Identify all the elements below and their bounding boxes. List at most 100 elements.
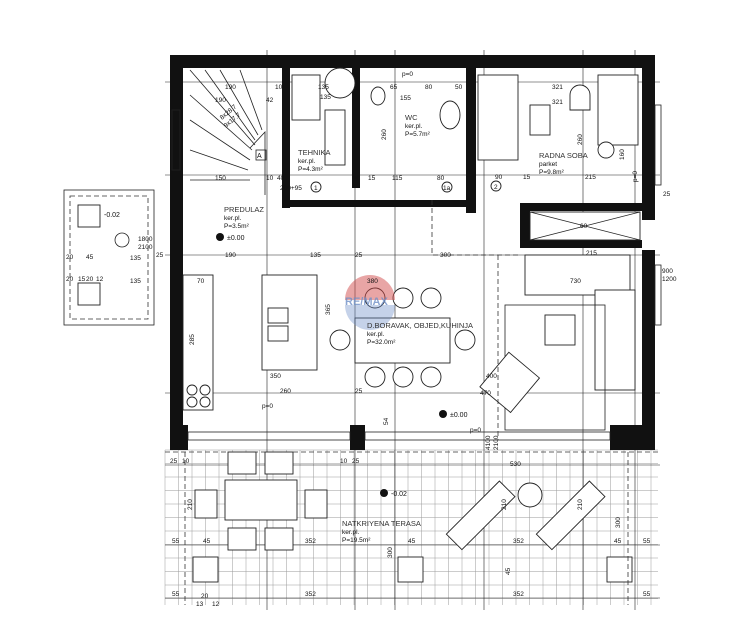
- dim: 80: [425, 84, 433, 91]
- dining-table-icon: [354, 317, 451, 364]
- window-note: 1200: [662, 276, 677, 283]
- level-icon: [439, 410, 447, 418]
- planter-icon: [77, 282, 101, 306]
- balcony-level: -0.02: [104, 212, 120, 219]
- column-planter-icon: [606, 556, 633, 583]
- sofa-icon: [594, 289, 636, 391]
- room-name-dnevni: D.BORAVAK, OBJED,KUHINJA: [367, 321, 473, 330]
- room-area: P=19.5m²: [342, 537, 371, 544]
- coffee-table-icon: [544, 314, 576, 346]
- dim: 60: [580, 223, 588, 230]
- dim: 90: [495, 174, 503, 181]
- dim: 25: [156, 252, 164, 259]
- window-note-1: 1800: [138, 236, 153, 243]
- dim: 12: [96, 276, 104, 283]
- dim: 380: [367, 278, 378, 285]
- terrace-tile-grid: [164, 449, 658, 605]
- dim: 352: [513, 591, 524, 598]
- dim: 55: [172, 538, 180, 545]
- dim: 10: [275, 84, 283, 91]
- dim: 45: [408, 538, 416, 545]
- dim: 25: [355, 252, 363, 259]
- room-floor: ker.pl.: [367, 331, 385, 338]
- door-note: 2100: [493, 435, 500, 450]
- dim: 13: [196, 601, 204, 608]
- walls: [170, 55, 662, 450]
- dim: 260: [381, 129, 388, 140]
- level-living: ±0.00: [450, 412, 468, 419]
- room-floor: ker.pl.: [405, 123, 423, 130]
- window-note: 900: [662, 268, 673, 275]
- dim: 25: [355, 388, 363, 395]
- dim: 70: [197, 278, 205, 285]
- dim: 15: [368, 175, 376, 182]
- watermark-text: RE/MAX: [345, 296, 388, 308]
- dim: 45: [203, 538, 211, 545]
- dim: 20: [86, 276, 94, 283]
- dim: 10: [353, 175, 361, 182]
- dim: 215: [585, 174, 596, 181]
- dim: 15: [523, 174, 531, 181]
- dim: 190: [225, 84, 236, 91]
- dim: 65: [390, 84, 398, 91]
- room-area: P=4.3m²: [298, 166, 324, 173]
- dim: 190: [225, 252, 236, 259]
- dim: 10: [266, 175, 274, 182]
- dim: 45: [86, 254, 94, 261]
- room-name-tehnika: TEHNIKA: [298, 148, 331, 157]
- sofa-icon: [524, 254, 631, 296]
- door-tag: 2: [494, 184, 498, 191]
- dim: 115: [392, 175, 403, 182]
- dim: 25: [352, 458, 360, 465]
- dim: 365: [325, 304, 332, 315]
- level-icon: [380, 489, 388, 497]
- dim: 160: [619, 149, 626, 160]
- room-labels: PREDULAZ ker.pl. P=3.5m² TEHNIKA ker.pl.…: [224, 113, 588, 544]
- door-tag: 1: [314, 185, 318, 192]
- dim: 25: [663, 191, 671, 198]
- stair-tag: A: [257, 153, 262, 160]
- bathtub-icon: [291, 74, 321, 121]
- dim: 285: [189, 334, 196, 345]
- window-note-2: 2100: [138, 244, 153, 251]
- dim: 321: [552, 99, 563, 106]
- room-floor: ker.pl.: [342, 529, 360, 536]
- remax-watermark: RE/MAX: [345, 275, 395, 330]
- room-name-terasa: NATKRIYENA TERASA: [342, 519, 421, 528]
- room-area: P=9.8m²: [539, 169, 565, 176]
- dim: 15: [78, 276, 86, 283]
- sink-icon: [439, 100, 461, 130]
- dim: 150: [215, 175, 226, 182]
- chair-icon: [569, 84, 591, 111]
- dim: 321: [552, 84, 563, 91]
- sunbed-icon: [535, 480, 606, 551]
- room-area: P=5.7m²: [405, 131, 431, 138]
- dim: 400: [486, 373, 497, 380]
- stove-icon: [186, 384, 198, 396]
- boiler-icon: [324, 67, 356, 99]
- dim: 215: [586, 250, 597, 257]
- dim: 352: [513, 538, 524, 545]
- furniture: [182, 67, 641, 583]
- dim: 40: [277, 175, 285, 182]
- dim: 20: [201, 593, 209, 600]
- dim: 135: [318, 84, 329, 91]
- dim: 20: [66, 276, 74, 283]
- dim: 350: [270, 373, 281, 380]
- drain-icon: [114, 232, 130, 248]
- room-floor: ker.pl.: [298, 158, 316, 165]
- dim: 200+95: [280, 185, 302, 192]
- dim: 260: [280, 388, 291, 395]
- dim: 42: [266, 97, 274, 104]
- armchair-icon: [477, 74, 519, 161]
- dim: 210: [577, 499, 584, 510]
- sunbed-icon: [445, 480, 516, 551]
- dim: 55: [172, 591, 180, 598]
- dim: 352: [305, 538, 316, 545]
- dim: 50: [455, 84, 463, 91]
- bed-icon: [597, 74, 639, 146]
- dim: 470: [480, 390, 491, 397]
- dim: 135: [130, 278, 141, 285]
- dim: 25: [170, 458, 178, 465]
- dim: 210: [187, 499, 194, 510]
